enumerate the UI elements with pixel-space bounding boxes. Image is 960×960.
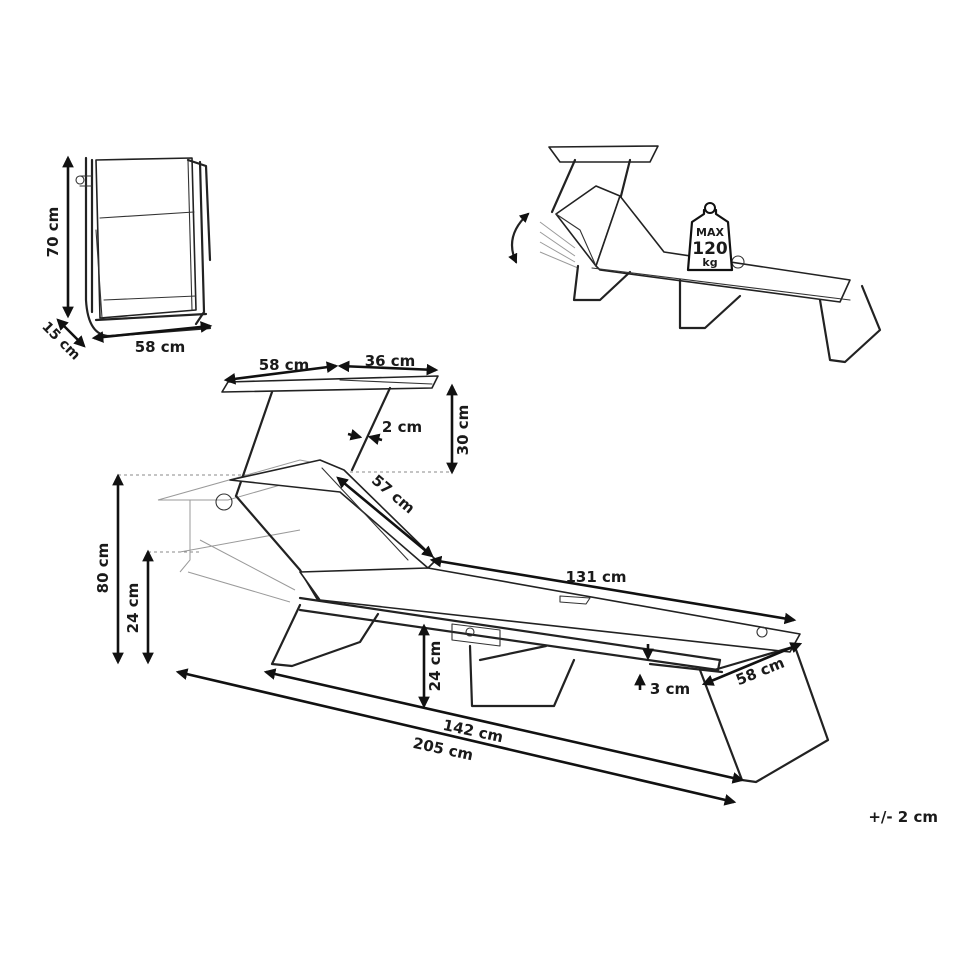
main-lounger-view: 58 cm 36 cm 2 cm 30 cm 57 cm 80 cm 24 cm… (94, 352, 830, 806)
max-weight-unit: kg (702, 256, 717, 269)
max-weight-icon: MAX 120 kg (686, 202, 734, 272)
canopy-depth-label: 36 cm (365, 352, 416, 370)
folded-lounger-drawing (75, 156, 212, 338)
folded-height-label: 70 cm (44, 207, 62, 258)
canopy-width-label: 58 cm (259, 356, 310, 374)
main-lounger-drawing (157, 375, 830, 784)
folded-width-label: 58 cm (135, 338, 186, 356)
reclining-lounger-view: MAX 120 kg (508, 145, 882, 364)
backrest-length-dimension (336, 476, 434, 558)
bed-length-dimension (429, 555, 797, 625)
seat-height-center-label: 24 cm (426, 641, 444, 692)
total-height-label: 80 cm (94, 543, 112, 594)
canopy-offset-label: 2 cm (382, 418, 422, 436)
length-flat-dimension (175, 668, 737, 806)
seat-height-left-label: 24 cm (124, 583, 142, 634)
bed-width-label: 58 cm (733, 654, 787, 690)
folded-depth-label: 15 cm (38, 319, 83, 364)
max-weight-label: MAX (696, 226, 724, 239)
folded-lounger-view: 70 cm 15 cm 58 cm (38, 155, 213, 364)
canopy-offset-dimension-2 (367, 433, 383, 445)
tolerance-note: +/- 2 cm (868, 808, 938, 826)
max-weight-value: 120 (692, 239, 728, 259)
canopy-height-label: 30 cm (454, 405, 472, 456)
canopy-depth-dimension (337, 360, 439, 376)
folded-width-dimension (91, 321, 213, 343)
canopy-width-dimension (223, 361, 339, 385)
folded-depth-dimension (56, 318, 86, 348)
canopy-offset-dimension (347, 429, 363, 441)
frame-thickness-label: 3 cm (650, 680, 690, 698)
reclining-lounger-drawing (508, 145, 882, 364)
bed-length-label: 131 cm (565, 568, 626, 586)
